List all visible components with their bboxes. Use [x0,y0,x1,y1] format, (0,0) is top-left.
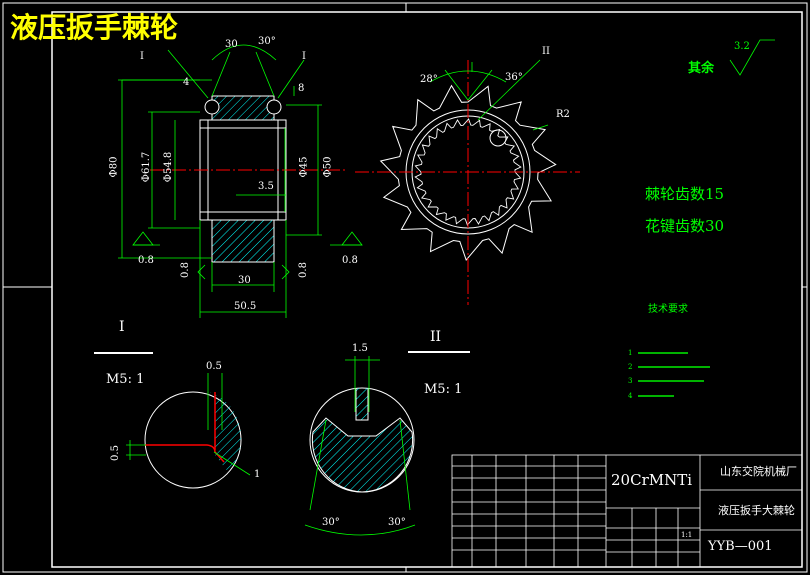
dim-d45: Φ45 [298,156,310,178]
roughness-0-8-c: 0.8 [179,262,191,278]
tech-item-2-text [638,366,710,368]
detail-i-label: I [119,319,125,335]
dim-r2: R2 [556,109,570,120]
detail-ii [304,351,470,536]
dim-30: 30 [238,275,251,286]
detail-i-dim-0-5-vertical: 0.5 [109,445,121,461]
rest-label: 其余 [688,61,715,76]
marker-ii: II [542,46,550,57]
roughness-rest-value: 3.2 [734,41,750,52]
dim-3-5: 3.5 [258,181,274,192]
gear-view [355,59,580,305]
detail-ii-label: II [430,329,442,345]
detail-i-dim-0-5: 0.5 [206,361,222,372]
detail-i [94,352,251,489]
dim-d54-8: Φ54.8 [163,151,175,183]
titleblock-part-name: 液压扳手大棘轮 [718,504,795,517]
detail-ii-angle-left: 30° [322,517,340,528]
gear-teeth [379,84,557,261]
hatch-bottom [211,219,275,263]
note-spline: 花键齿数30 [645,217,725,235]
tech-req-title: 技术要求 [648,304,688,315]
frame-center-marks [3,3,807,572]
roughness-0-8-b: 0.8 [342,255,358,266]
titleblock-scale: 1:1 [681,531,693,539]
dim-angle-36: 36° [505,72,523,83]
dim-d50: Φ50 [322,156,334,178]
dim-8: 8 [298,83,305,94]
root-circle-right [266,99,282,115]
dim-d80: Φ80 [108,156,120,178]
drawing-title: 液压扳手棘轮 [10,11,179,44]
roughness-0-8-d: 0.8 [297,262,309,278]
dim-angle-30-right: 30° [258,36,276,47]
tech-item-1: 1 [628,349,633,357]
dim-d61-7: Φ61.7 [141,151,153,183]
tech-item-2: 2 [628,363,633,371]
note-teeth: 棘轮齿数15 [645,185,725,203]
detail-ii-angle-right: 30° [388,517,406,528]
dim-4: 4 [183,77,190,88]
section-view [118,44,363,318]
dim-angle-30-left: 30 [225,39,238,50]
detail-ii-scale: M5: 1 [424,382,463,397]
roughness-symbol [729,39,775,76]
inner-frame [51,11,803,568]
detail-i-callout: 1 [254,469,261,480]
tech-item-3: 3 [628,377,633,385]
detail-ii-dim-1-5: 1.5 [352,343,368,354]
tech-item-1-text [638,352,688,354]
titleblock-drawing-no: YYB—001 [708,539,773,554]
tech-item-3-text [638,380,704,382]
dim-angle-28: 28° [420,74,438,85]
titleblock-school: 山东交院机械厂 [720,465,797,478]
roughness-0-8-a: 0.8 [138,255,154,266]
hatch-top [211,95,275,121]
title-block [451,454,803,568]
root-circle-left [204,99,220,115]
marker-i-left: I [140,51,144,62]
gear-hole [489,129,507,147]
titleblock-material: 20CrMNTi [611,471,693,489]
dim-50-5: 50.5 [234,301,257,312]
marker-i-right: I [302,51,306,62]
tech-item-4: 4 [628,392,633,400]
detail-i-scale: M5: 1 [106,372,145,387]
tech-item-4-text [638,395,674,397]
